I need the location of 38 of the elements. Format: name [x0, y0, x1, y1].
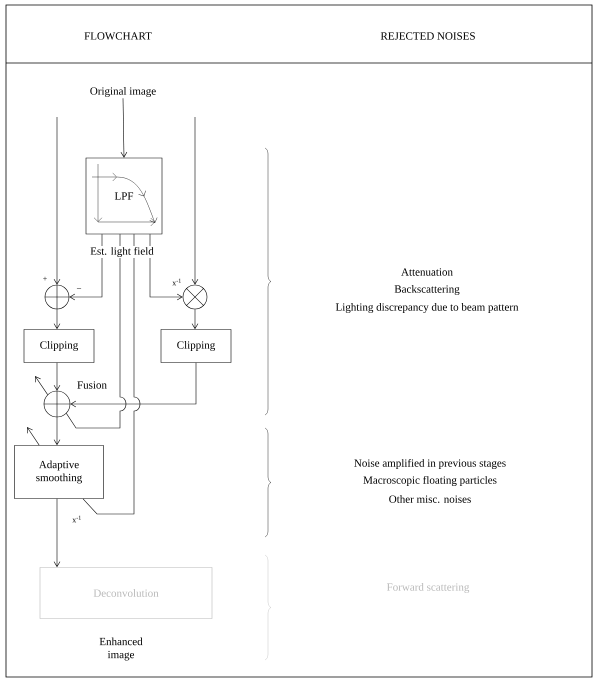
sign-label: + [43, 276, 47, 280]
arrow [54, 309, 60, 330]
noise-label: Lighting discrepancy due to beam pattern [336, 303, 518, 313]
node-caption: Est. light field [89, 246, 155, 258]
arrow [120, 98, 128, 158]
noise-label: Backscattering [394, 285, 460, 295]
arrow [192, 309, 198, 330]
process-box: Clipping [160, 329, 232, 363]
noise-label: Forward scattering [386, 583, 470, 593]
filter-box: LPF [86, 158, 162, 234]
arrow [69, 234, 102, 300]
arrow [54, 116, 60, 285]
noise-label: Macroscopic floating particles [363, 476, 496, 486]
input-label: Original image [90, 87, 156, 97]
column-header: FLOWCHART [84, 32, 152, 40]
factor-label: x$^{-1}$ [172, 278, 181, 286]
noise-label: Other misc. noises [389, 495, 471, 503]
factor-label: x$^{-1}$ [72, 516, 81, 522]
sign-label: − [76, 288, 82, 289]
process-box: Adaptive smoothing [14, 445, 104, 499]
noise-label: Attenuation [401, 268, 453, 276]
arrow [35, 376, 48, 395]
node-caption: Fusion [76, 380, 108, 390]
output-label: Enhanced image [100, 638, 143, 660]
arrow [70, 362, 196, 408]
arrow [27, 427, 40, 446]
fusion-circle [43, 390, 71, 418]
adder-circle [44, 284, 70, 310]
process-box: Deconvolution [40, 567, 212, 619]
column-header: REJECTED NOISES [380, 32, 475, 40]
arrow [54, 362, 60, 391]
multiplier-circle [182, 284, 208, 310]
arrow [54, 417, 60, 446]
arrow [150, 234, 183, 300]
process-box: Clipping [24, 329, 94, 363]
arrow [192, 116, 198, 285]
noise-label: Noise amplified in previous stages [354, 458, 506, 470]
arrow [54, 498, 60, 568]
